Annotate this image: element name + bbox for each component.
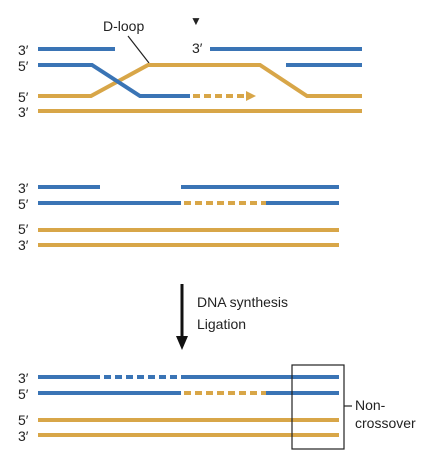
step-label-synthesis: DNA synthesis (197, 294, 288, 310)
mid-end-label-3: 5′ (18, 221, 29, 237)
mid-end-label-1: 3′ (18, 180, 29, 196)
top-end-label-4: 3′ (18, 104, 29, 120)
dloop-label: D-loop (103, 18, 144, 34)
top-end-label-3: 5′ (18, 89, 29, 105)
bot-end-label-4: 3′ (18, 428, 29, 444)
top-gold-5prime-strand (38, 63, 362, 98)
dloop-pointer (127, 35, 150, 64)
mid-end-label-2: 5′ (18, 196, 29, 212)
outcome-label-line2: crossover (355, 415, 416, 431)
step-arrow-head-icon (176, 336, 188, 350)
cut-marker-icon: ▼ (190, 14, 202, 28)
mid-end-label-4: 3′ (18, 237, 29, 253)
step-arrow: DNA synthesis Ligation (176, 284, 288, 350)
top-blue-invading-strand (38, 63, 190, 98)
bot-end-label-3: 5′ (18, 412, 29, 428)
top-end-label-1: 3′ (18, 42, 29, 58)
bot-end-label-1: 3′ (18, 370, 29, 386)
panel-top-dloop: 3′ 5′ 5′ 3′ 3′ D-loop ▼ (18, 14, 362, 120)
outcome-label-line1: Non- (355, 397, 386, 413)
top-right-end-label: 3′ (192, 40, 203, 56)
bot-end-label-2: 5′ (18, 386, 29, 402)
noncrossover-highlight-box (291, 364, 345, 450)
top-end-label-2: 5′ (18, 58, 29, 74)
panel-bottom: 3′ 5′ 5′ 3′ Non- crossover (18, 364, 416, 450)
panel-middle: 3′ 5′ 5′ 3′ (18, 180, 339, 253)
step-label-ligation: Ligation (197, 316, 246, 332)
